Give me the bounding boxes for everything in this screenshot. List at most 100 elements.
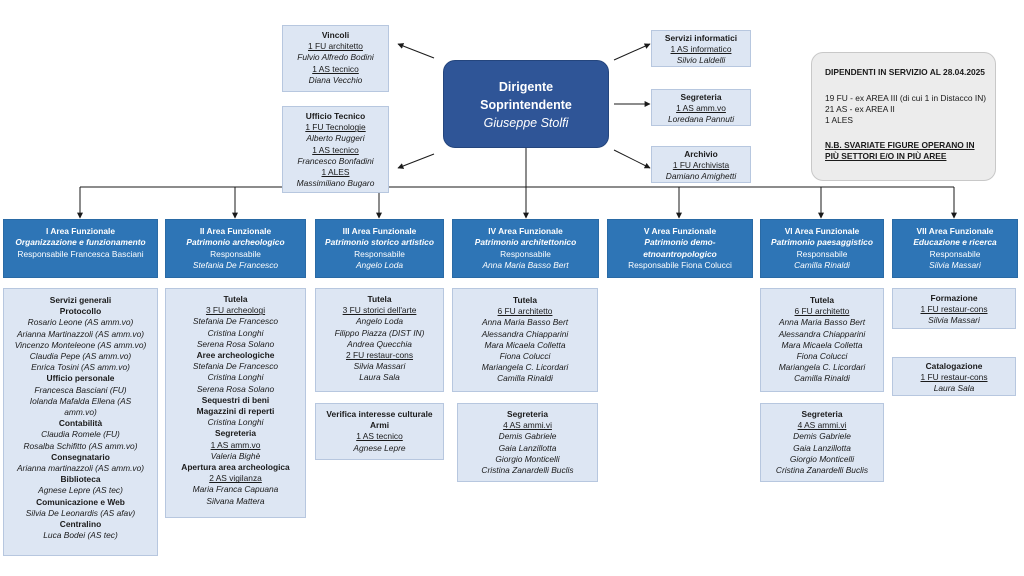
area-2-person: Stefania De Francesco: [192, 316, 279, 327]
arrow-to-ufficio-tecnico: [397, 153, 435, 169]
area-2-person: Stefania De Francesco: [192, 361, 279, 372]
area-3-title: III Area Funzionale: [342, 226, 417, 236]
area-3-responsible-name: Angelo Loda: [355, 260, 404, 271]
area-2-person: Cristina Longhi: [207, 372, 264, 383]
area-2-person: Serena Rosa Solano: [196, 338, 275, 349]
area-2-role: 3 FU archeologi: [205, 305, 266, 316]
area-4-person: Alessandra Chiapparini: [481, 328, 569, 339]
area-3-heading-tutela: Tutela: [367, 294, 392, 304]
area-4-detail-box: Tutela 6 FU architetto Anna Maria Basso …: [452, 288, 598, 392]
area-2-title: II Area Funzionale: [199, 226, 272, 236]
area-3-detail-box: Tutela 3 FU storici dell'arte Angelo Lod…: [315, 288, 444, 392]
area-1-person: Arianna martinazzoli (AS amm.vo): [16, 463, 145, 474]
area-3-person: Angelo Loda: [355, 316, 404, 327]
area-6-responsible: Responsabile: [796, 248, 848, 259]
area-7-subtitle: Educazione e ricerca: [913, 237, 997, 248]
vincoli-name-1: Fulvio Alfredo Bodini: [297, 52, 374, 63]
area-3-person: Silvia Massari: [353, 361, 406, 372]
area-7-person: Silvia Massari: [928, 315, 980, 326]
area-2-heading-sequestri: Sequestri di beni: [201, 394, 270, 405]
area-1-person: Enrica Tosini (AS amm.vo): [31, 362, 130, 373]
area-7-title: VII Area Funzionale: [916, 226, 994, 236]
arrow-to-archivio: [613, 149, 651, 169]
area-4-detail-box-2: Segreteria 4 AS ammi.vi Demis Gabriele G…: [457, 403, 598, 482]
ufficio-tecnico-role-2: 1 AS tecnico: [312, 144, 359, 155]
staff-summary-box: DIPENDENTI IN SERVIZIO AL 28.04.2025 19 …: [811, 52, 996, 181]
area-6-person: Mariangela C. Licordari: [778, 362, 866, 373]
area-5-title: V Area Funzionale: [643, 226, 717, 236]
director-title-1: Dirigente: [498, 80, 554, 94]
area-4-heading-segreteria: Segreteria: [507, 409, 548, 419]
area-2-role: 2 AS vigilanza: [209, 473, 262, 484]
area-2-heading-magazzini: Magazzini di reperti: [196, 406, 275, 417]
area-6-role: 4 AS ammi.vi: [797, 420, 847, 431]
area-2-responsible: Responsabile: [210, 248, 261, 259]
area-header-5: V Area Funzionale Patrimonio demo-etnoan…: [607, 219, 753, 278]
area-1-heading-contabilita: Contabilità: [58, 418, 103, 429]
area-7-responsible: Responsabile: [929, 248, 981, 259]
area-5-responsible: Responsabile Fiona Colucci: [628, 260, 732, 271]
area-2-person: Silvana Mattera: [206, 495, 265, 506]
area-2-responsible-name: Stefania De Francesco: [192, 260, 279, 271]
area-2-heading-tutela: Tutela: [223, 294, 248, 304]
area-1-person: Vincenzo Monteleone (AS amm.vo): [14, 339, 147, 350]
area-3-detail-box-2: Verifica interesse culturale Armi 1 AS t…: [315, 403, 444, 460]
area-1-person: Rosalba Schifitto (AS amm.vo): [23, 440, 138, 451]
area-4-person: Cristina Zanardelli Buclis: [481, 465, 574, 476]
archivio-role-1: 1 FU Archivista: [672, 160, 730, 171]
area-1-title: I Area Funzionale: [45, 226, 116, 236]
area-3-heading-verifica: Verifica interesse culturale: [326, 409, 433, 419]
area-3-person: Filippo Piazza (DIST IN): [334, 327, 425, 338]
vincoli-box: Vincoli 1 FU architetto Fulvio Alfredo B…: [282, 25, 389, 92]
area-2-heading-aree: Aree archeologiche: [196, 350, 275, 361]
area-1-person: Rosario Leone (AS amm.vo): [27, 317, 134, 328]
archivio-name-1: Damiano Amighetti: [665, 171, 737, 182]
area-3-responsible: Responsabile: [354, 248, 405, 259]
area-5-subtitle: Patrimonio demo-etnoantropologico: [643, 237, 717, 259]
area-2-subtitle: Patrimonio archeologico: [186, 237, 285, 248]
area-3-subtitle: Patrimonio storico artistico: [325, 237, 434, 248]
area-7-heading-formazione: Formazione: [930, 293, 978, 303]
area-2-person: Maria Franca Capuana: [192, 484, 279, 495]
area-6-person: Mara Micaela Colletta: [781, 339, 863, 350]
area-4-heading-tutela: Tutela: [512, 295, 538, 305]
area-7-person: Laura Sala: [933, 383, 975, 394]
area-3-person: Andrea Quecchia: [347, 338, 412, 349]
area-4-person: Camilla Rinaldi: [497, 373, 553, 384]
area-1-person: amm.vo): [64, 407, 97, 418]
area-4-person: Demis Gabriele: [498, 431, 557, 442]
area-2-person: Cristina Longhi: [207, 417, 264, 428]
area-7-responsible-name: Silvia Massari: [929, 260, 981, 271]
area-header-3: III Area Funzionale Patrimonio storico a…: [315, 219, 444, 278]
area-6-person: Cristina Zanardelli Buclis: [775, 465, 869, 476]
area-2-person: Cristina Longhi: [207, 327, 264, 338]
area-1-heading-personale: Ufficio personale: [46, 373, 115, 384]
segreteria-name-1: Loredana Pannuti: [667, 114, 735, 125]
area-1-heading-servizi: Servizi generali: [49, 295, 112, 305]
area-6-title: VI Area Funzionale: [784, 226, 860, 236]
staff-summary-line-1: 19 FU - ex AREA III (di cui 1 in Distacc…: [825, 93, 987, 103]
area-3-heading-armi: Armi: [369, 420, 390, 431]
area-2-heading-apertura: Apertura area archeologica: [181, 462, 290, 473]
area-6-heading-tutela: Tutela: [809, 295, 835, 305]
area-1-heading-protocollo: Protocollo: [59, 306, 102, 317]
area-6-detail-box-2: Segreteria 4 AS ammi.vi Demis Gabriele G…: [760, 403, 884, 482]
director-box: Dirigente Soprintendente Giuseppe Stolfi: [443, 60, 609, 148]
area-2-heading-segreteria: Segreteria: [215, 428, 256, 439]
area-7-role: 1 FU restaur-cons: [920, 372, 988, 383]
area-7-detail-box-2: Catalogazione 1 FU restaur-cons Laura Sa…: [892, 357, 1016, 396]
area-2-person: Valeria Bighè: [210, 450, 261, 461]
ufficio-tecnico-box: Ufficio Tecnico 1 FU Tecnologie Alberto …: [282, 106, 389, 193]
staff-summary-line-3: 1 ALES: [825, 115, 853, 125]
archivio-title: Archivio: [684, 149, 718, 159]
ufficio-tecnico-name-3: Massimiliano Bugaro: [296, 178, 375, 189]
vincoli-role-2: 1 AS tecnico: [312, 63, 359, 74]
area-6-person: Giorgio Monticelli: [789, 453, 855, 464]
vincoli-role-1: 1 FU architetto: [308, 41, 363, 52]
segreteria-role-1: 1 AS amm.vo: [676, 103, 726, 114]
area-1-responsible: Responsabile Francesca Basciani: [17, 248, 144, 259]
area-4-person: Mara Micaela Colletta: [484, 339, 566, 350]
area-3-role: 1 AS tecnico: [356, 431, 403, 442]
vincoli-name-2: Diana Vecchio: [308, 74, 363, 85]
staff-summary-line-2: 21 AS - ex AREA II: [825, 104, 895, 114]
